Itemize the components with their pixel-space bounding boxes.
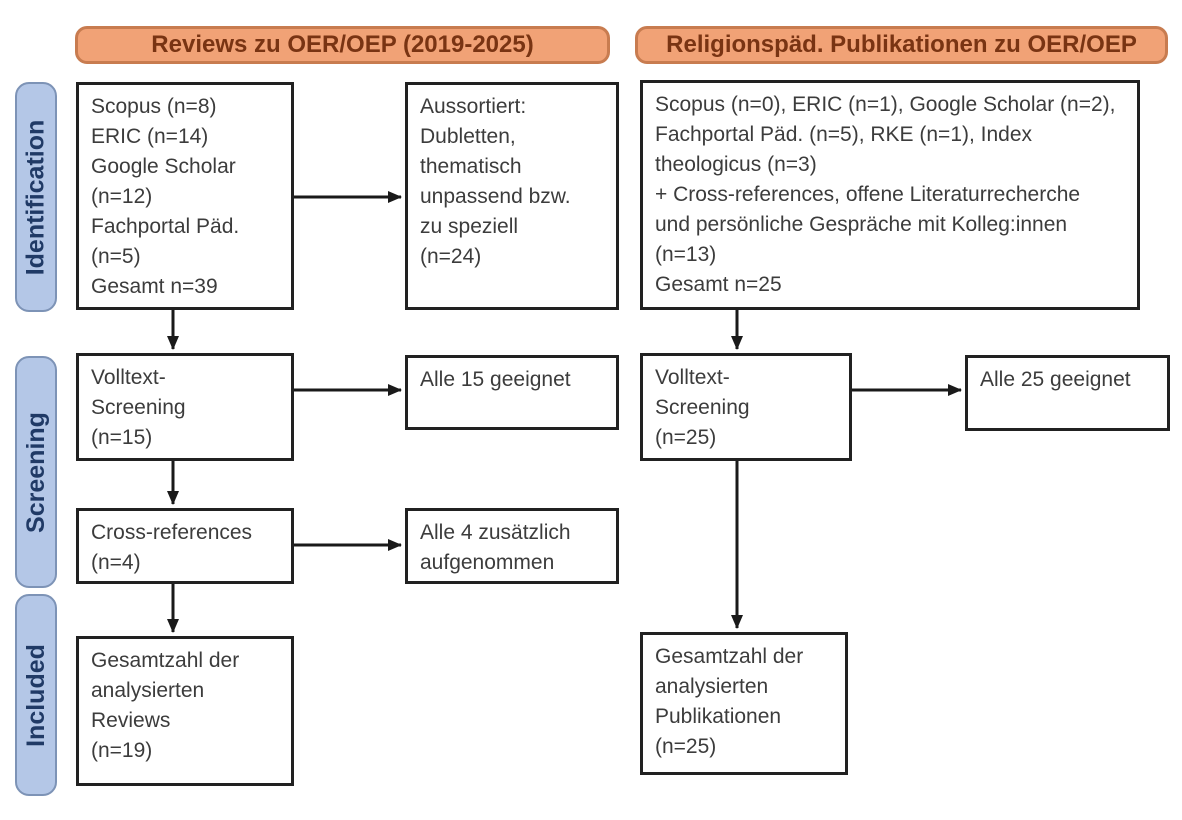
column-header-reviews: Reviews zu OER/OEP (2019-2025) <box>75 26 610 64</box>
box-left-crossref-result: Alle 4 zusätzlich aufgenommen <box>405 508 619 584</box>
stage-pill-screening: Screening <box>15 356 57 588</box>
stage-label-included: Included <box>21 643 50 747</box>
box-left-fulltext-screening: Volltext- Screening (n=15) <box>76 353 294 461</box>
stage-label-screening: Screening <box>21 411 50 533</box>
box-left-included-total: Gesamtzahl der analysierten Reviews (n=1… <box>76 636 294 786</box>
box-right-sources: Scopus (n=0), ERIC (n=1), Google Scholar… <box>640 80 1140 310</box>
box-right-fulltext-result: Alle 25 geeignet <box>965 355 1170 431</box>
box-left-excluded: Aussortiert: Dubletten, thematisch unpas… <box>405 82 619 310</box>
box-right-fulltext-screening: Volltext- Screening (n=25) <box>640 353 852 461</box>
stage-pill-included: Included <box>15 594 57 796</box>
column-header-religionspaed: Religionspäd. Publikationen zu OER/OEP <box>635 26 1168 64</box>
box-left-sources: Scopus (n=8) ERIC (n=14) Google Scholar … <box>76 82 294 310</box>
stage-pill-identification: Identification <box>15 82 57 312</box>
box-right-included-total: Gesamtzahl der analysierten Publikatione… <box>640 632 848 775</box>
box-left-fulltext-result: Alle 15 geeignet <box>405 355 619 430</box>
stage-label-identification: Identification <box>21 119 50 275</box>
box-left-crossref: Cross-references (n=4) <box>76 508 294 584</box>
